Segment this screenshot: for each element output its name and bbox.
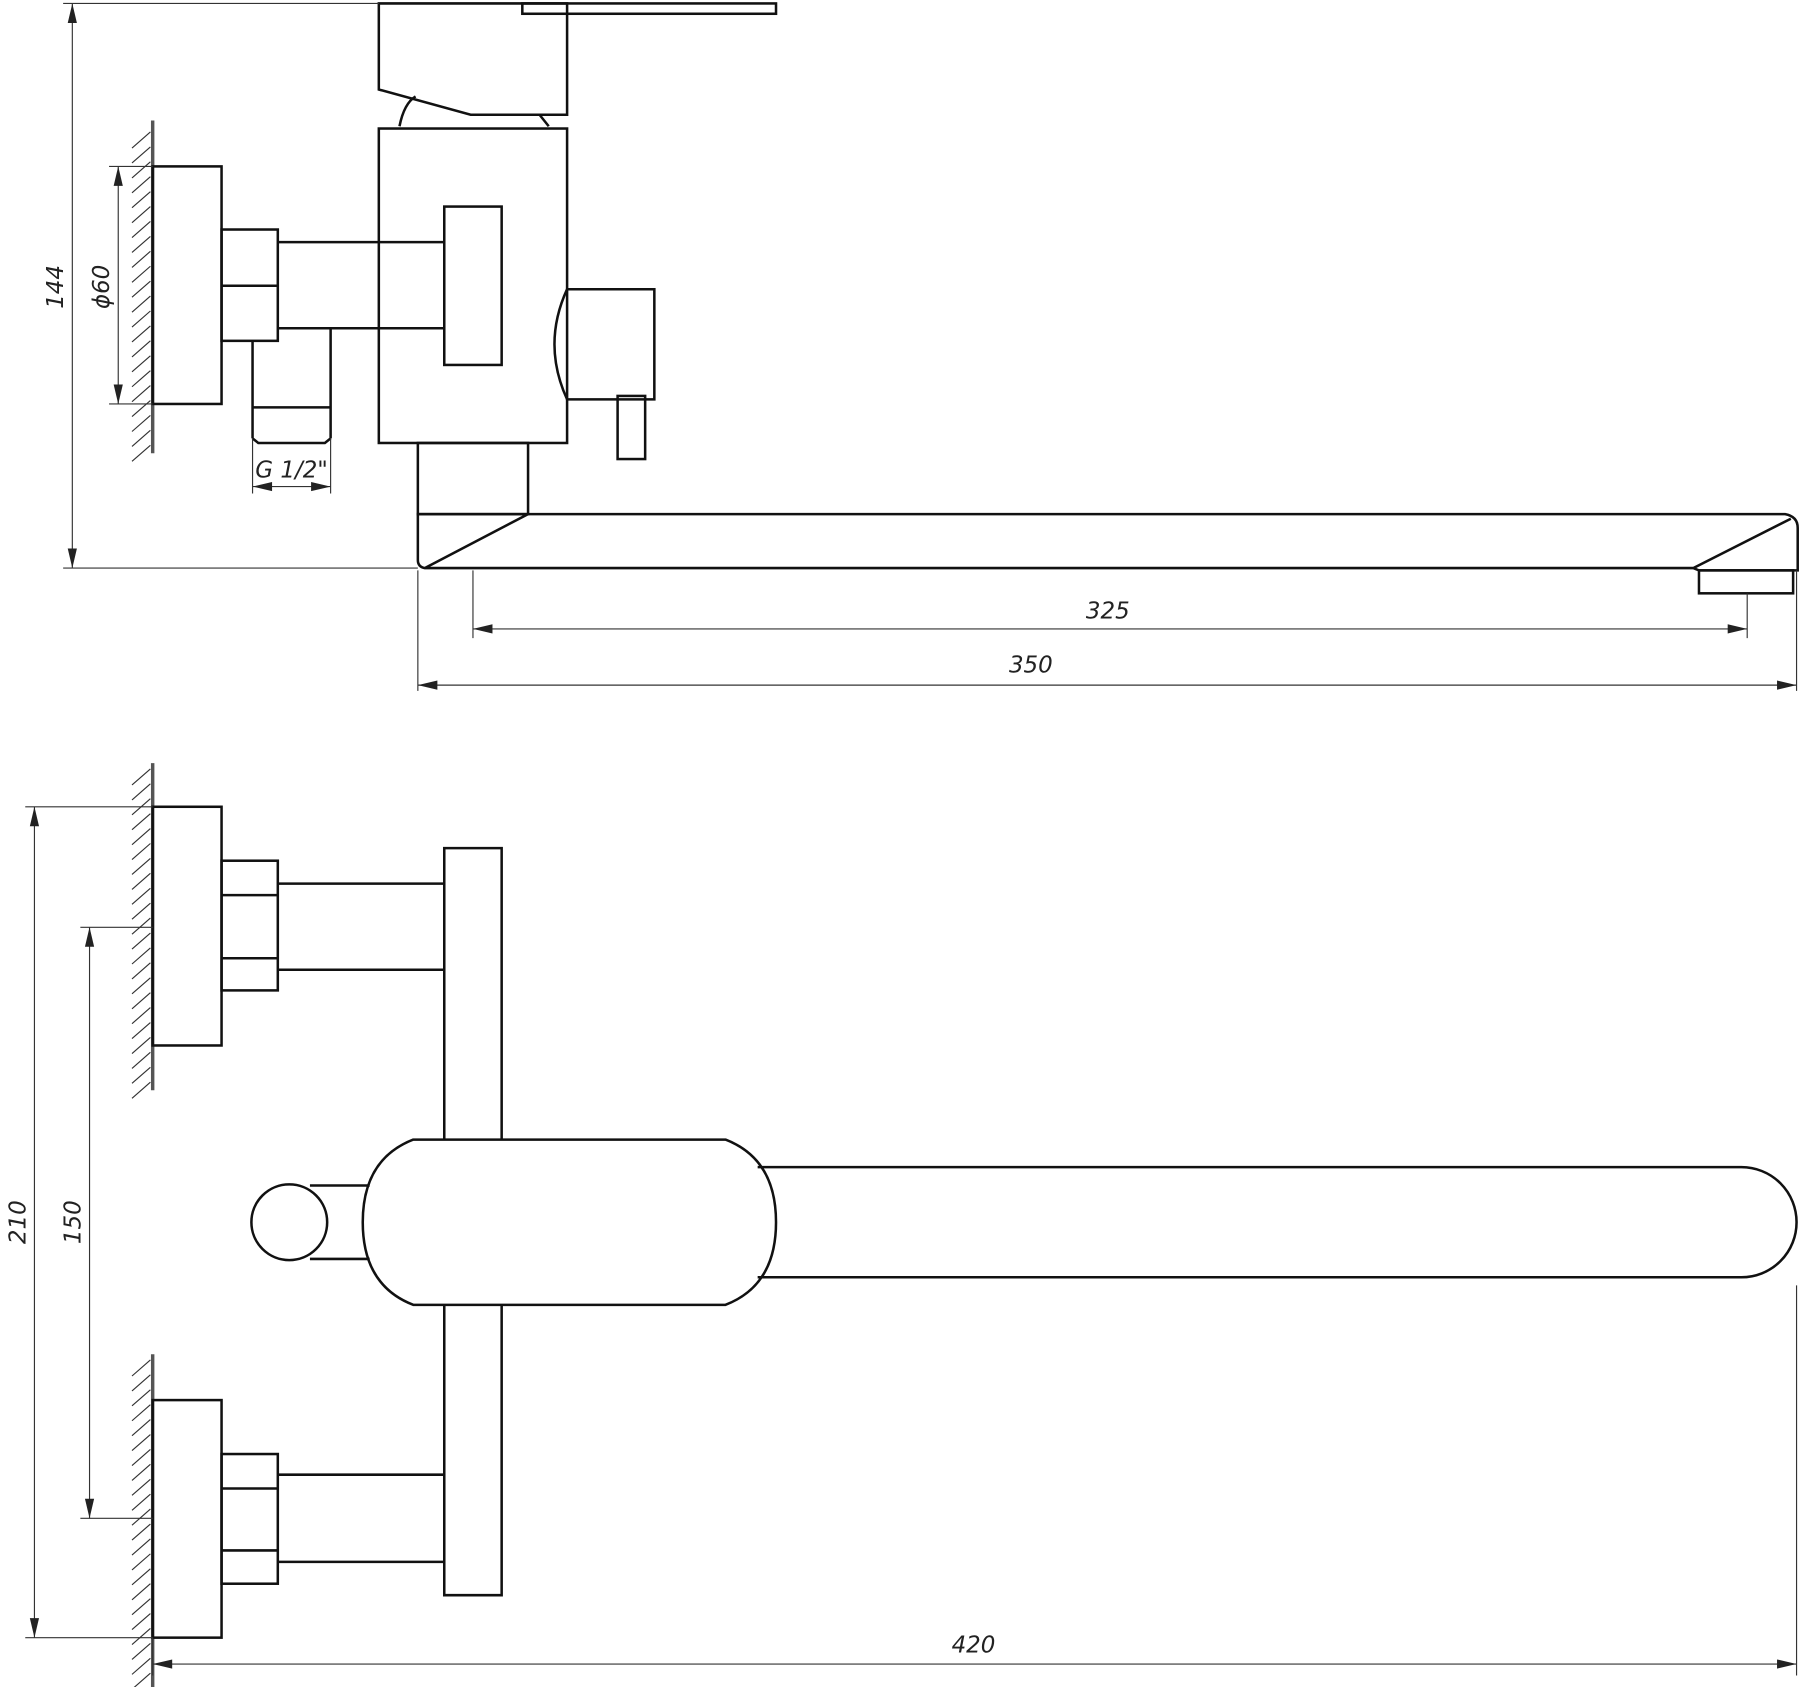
wall-flange-top [151, 805, 223, 1047]
hatch-line [131, 1568, 151, 1586]
hatch-line [131, 872, 151, 890]
hatch-line [131, 176, 151, 194]
hatch-line [131, 783, 151, 801]
hatch-line [131, 429, 151, 447]
hatch-line [131, 444, 151, 462]
aerator [1697, 569, 1795, 595]
wall-hatching [131, 131, 151, 1687]
mixer-body-top [361, 1138, 778, 1307]
dim-325: 325 [1086, 599, 1130, 625]
dim-420: 420 [952, 1633, 996, 1659]
hatch-line [131, 1434, 151, 1452]
hatch-line [131, 1066, 151, 1084]
hatch-line [131, 1613, 151, 1631]
dim-150: 150 [60, 1200, 86, 1244]
hatch-line [131, 1508, 151, 1526]
hatch-line [131, 355, 151, 373]
hatch-line [131, 1657, 151, 1675]
diverter [553, 287, 656, 401]
hatch-line [131, 857, 151, 875]
hatch-line [131, 932, 151, 950]
hatch-line [131, 947, 151, 965]
hatch-line [131, 962, 151, 980]
top-view: 210 150 420 [5, 763, 1798, 1687]
hatch-line [131, 161, 151, 179]
hatch-line [131, 325, 151, 343]
hatch-line [131, 265, 151, 283]
hatch-line [131, 235, 151, 253]
side-view: 144 ϕ60 G 1/2" 325 350 [43, 2, 1799, 691]
hatch-line [131, 1478, 151, 1496]
body-plate [442, 205, 503, 367]
hatch-line [131, 385, 151, 403]
dim-350: 350 [1009, 653, 1053, 679]
hatch-line [131, 1583, 151, 1601]
hatch-line [131, 1404, 151, 1422]
handle-lever [521, 2, 778, 16]
hatch-line [131, 843, 151, 860]
wall-flange [151, 165, 223, 406]
inlet-pipe [277, 240, 445, 330]
spout-neck [416, 441, 530, 516]
dim-diameter-60: ϕ60 [89, 265, 115, 309]
hatch-line [131, 146, 151, 164]
spout-top [757, 1165, 1798, 1279]
hatch-line [131, 1553, 151, 1571]
hatch-line [131, 1598, 151, 1616]
hatch-line [131, 370, 151, 388]
hatch-line [131, 1463, 151, 1481]
hatch-line [131, 1389, 151, 1407]
diverter-button [616, 394, 647, 461]
hatch-line [131, 887, 151, 905]
hatch-line [131, 415, 151, 432]
hatch-line [131, 1359, 151, 1377]
hatch-line [131, 1449, 151, 1466]
handle [377, 2, 569, 117]
hatch-line [131, 1538, 151, 1556]
hatch-line [131, 992, 151, 1010]
hatch-line [131, 295, 151, 313]
hatch-line [131, 206, 151, 224]
hatch-line [131, 131, 151, 149]
dim-144: 144 [43, 265, 69, 309]
hatch-line [131, 1037, 151, 1054]
dim-thread: G 1/2" [255, 457, 328, 483]
hatch-line [131, 1081, 151, 1099]
hatch-line [131, 917, 151, 935]
handle-base [398, 95, 550, 128]
hatch-line [131, 1523, 151, 1541]
hatch-line [131, 340, 151, 358]
hatch-line [131, 1493, 151, 1511]
hatch-line [131, 191, 151, 209]
hatch-line [131, 1642, 151, 1660]
body-bar [442, 846, 503, 1597]
hatch-line [131, 828, 151, 846]
mixer-body [377, 127, 569, 445]
hatch-line [131, 1022, 151, 1040]
hatch-line [131, 1374, 151, 1392]
hatch-line [131, 1007, 151, 1025]
hatch-line [131, 1628, 151, 1645]
inlet-thread [251, 328, 332, 445]
hatch-line [131, 902, 151, 920]
hatch-line [133, 1672, 151, 1687]
spout [416, 512, 1799, 572]
hatch-line [131, 400, 151, 418]
hatch-line [131, 768, 151, 786]
diverter-knob [250, 1183, 329, 1262]
inlet-pipes [277, 882, 445, 1564]
wall-flange-bottom [151, 1398, 223, 1639]
hatch-line [131, 280, 151, 298]
hatch-line [131, 977, 151, 995]
hatch-line [131, 1419, 151, 1437]
hatch-line [131, 310, 151, 328]
hatch-line [131, 221, 151, 238]
hatch-line [131, 1051, 151, 1069]
hatch-line [131, 813, 151, 831]
hatch-line [131, 250, 151, 268]
dim-210: 210 [5, 1200, 31, 1244]
